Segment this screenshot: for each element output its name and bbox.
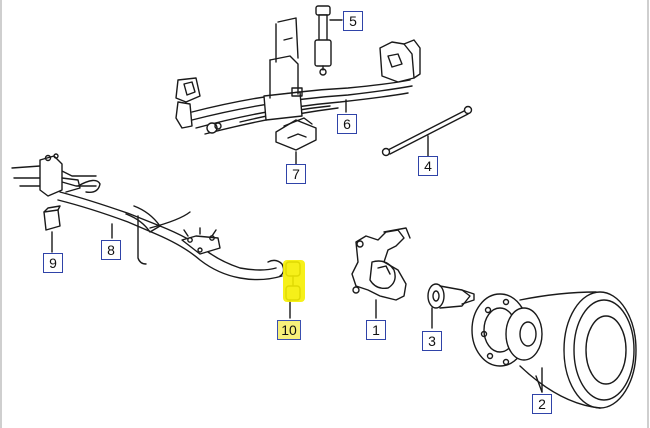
spring-seat	[275, 117, 317, 165]
callout-label: 8	[107, 242, 115, 258]
callout-label: 7	[292, 166, 300, 182]
callout-label: 9	[49, 255, 57, 271]
track-bar	[381, 105, 473, 157]
callout-4[interactable]: 4	[418, 156, 438, 176]
callout-2[interactable]: 2	[532, 394, 552, 414]
stabilizer-insulator	[43, 205, 61, 253]
callout-10[interactable]: 10	[277, 320, 301, 340]
spindle	[427, 283, 475, 329]
callout-label: 1	[372, 322, 380, 338]
callout-label: 4	[424, 158, 432, 174]
callout-9[interactable]: 9	[43, 253, 63, 273]
callout-8[interactable]: 8	[101, 240, 121, 260]
callout-1[interactable]: 1	[366, 320, 386, 340]
steering-knuckle	[351, 227, 411, 319]
callout-3[interactable]: 3	[422, 331, 442, 351]
hub-rotor	[471, 291, 637, 409]
frame-mount	[11, 153, 101, 197]
callout-label: 3	[428, 333, 436, 349]
stabilizer-bar	[57, 191, 285, 281]
callout-7[interactable]: 7	[286, 164, 306, 184]
callout-6[interactable]: 6	[337, 114, 357, 134]
callout-5[interactable]: 5	[343, 11, 363, 31]
callout-label: 5	[349, 13, 357, 29]
callout-label: 6	[343, 116, 351, 132]
shock-absorber	[314, 5, 343, 76]
callout-label: 10	[281, 322, 297, 338]
leaf-spring	[175, 17, 421, 135]
highlight-mark	[283, 260, 305, 302]
callout-label: 2	[538, 396, 546, 412]
